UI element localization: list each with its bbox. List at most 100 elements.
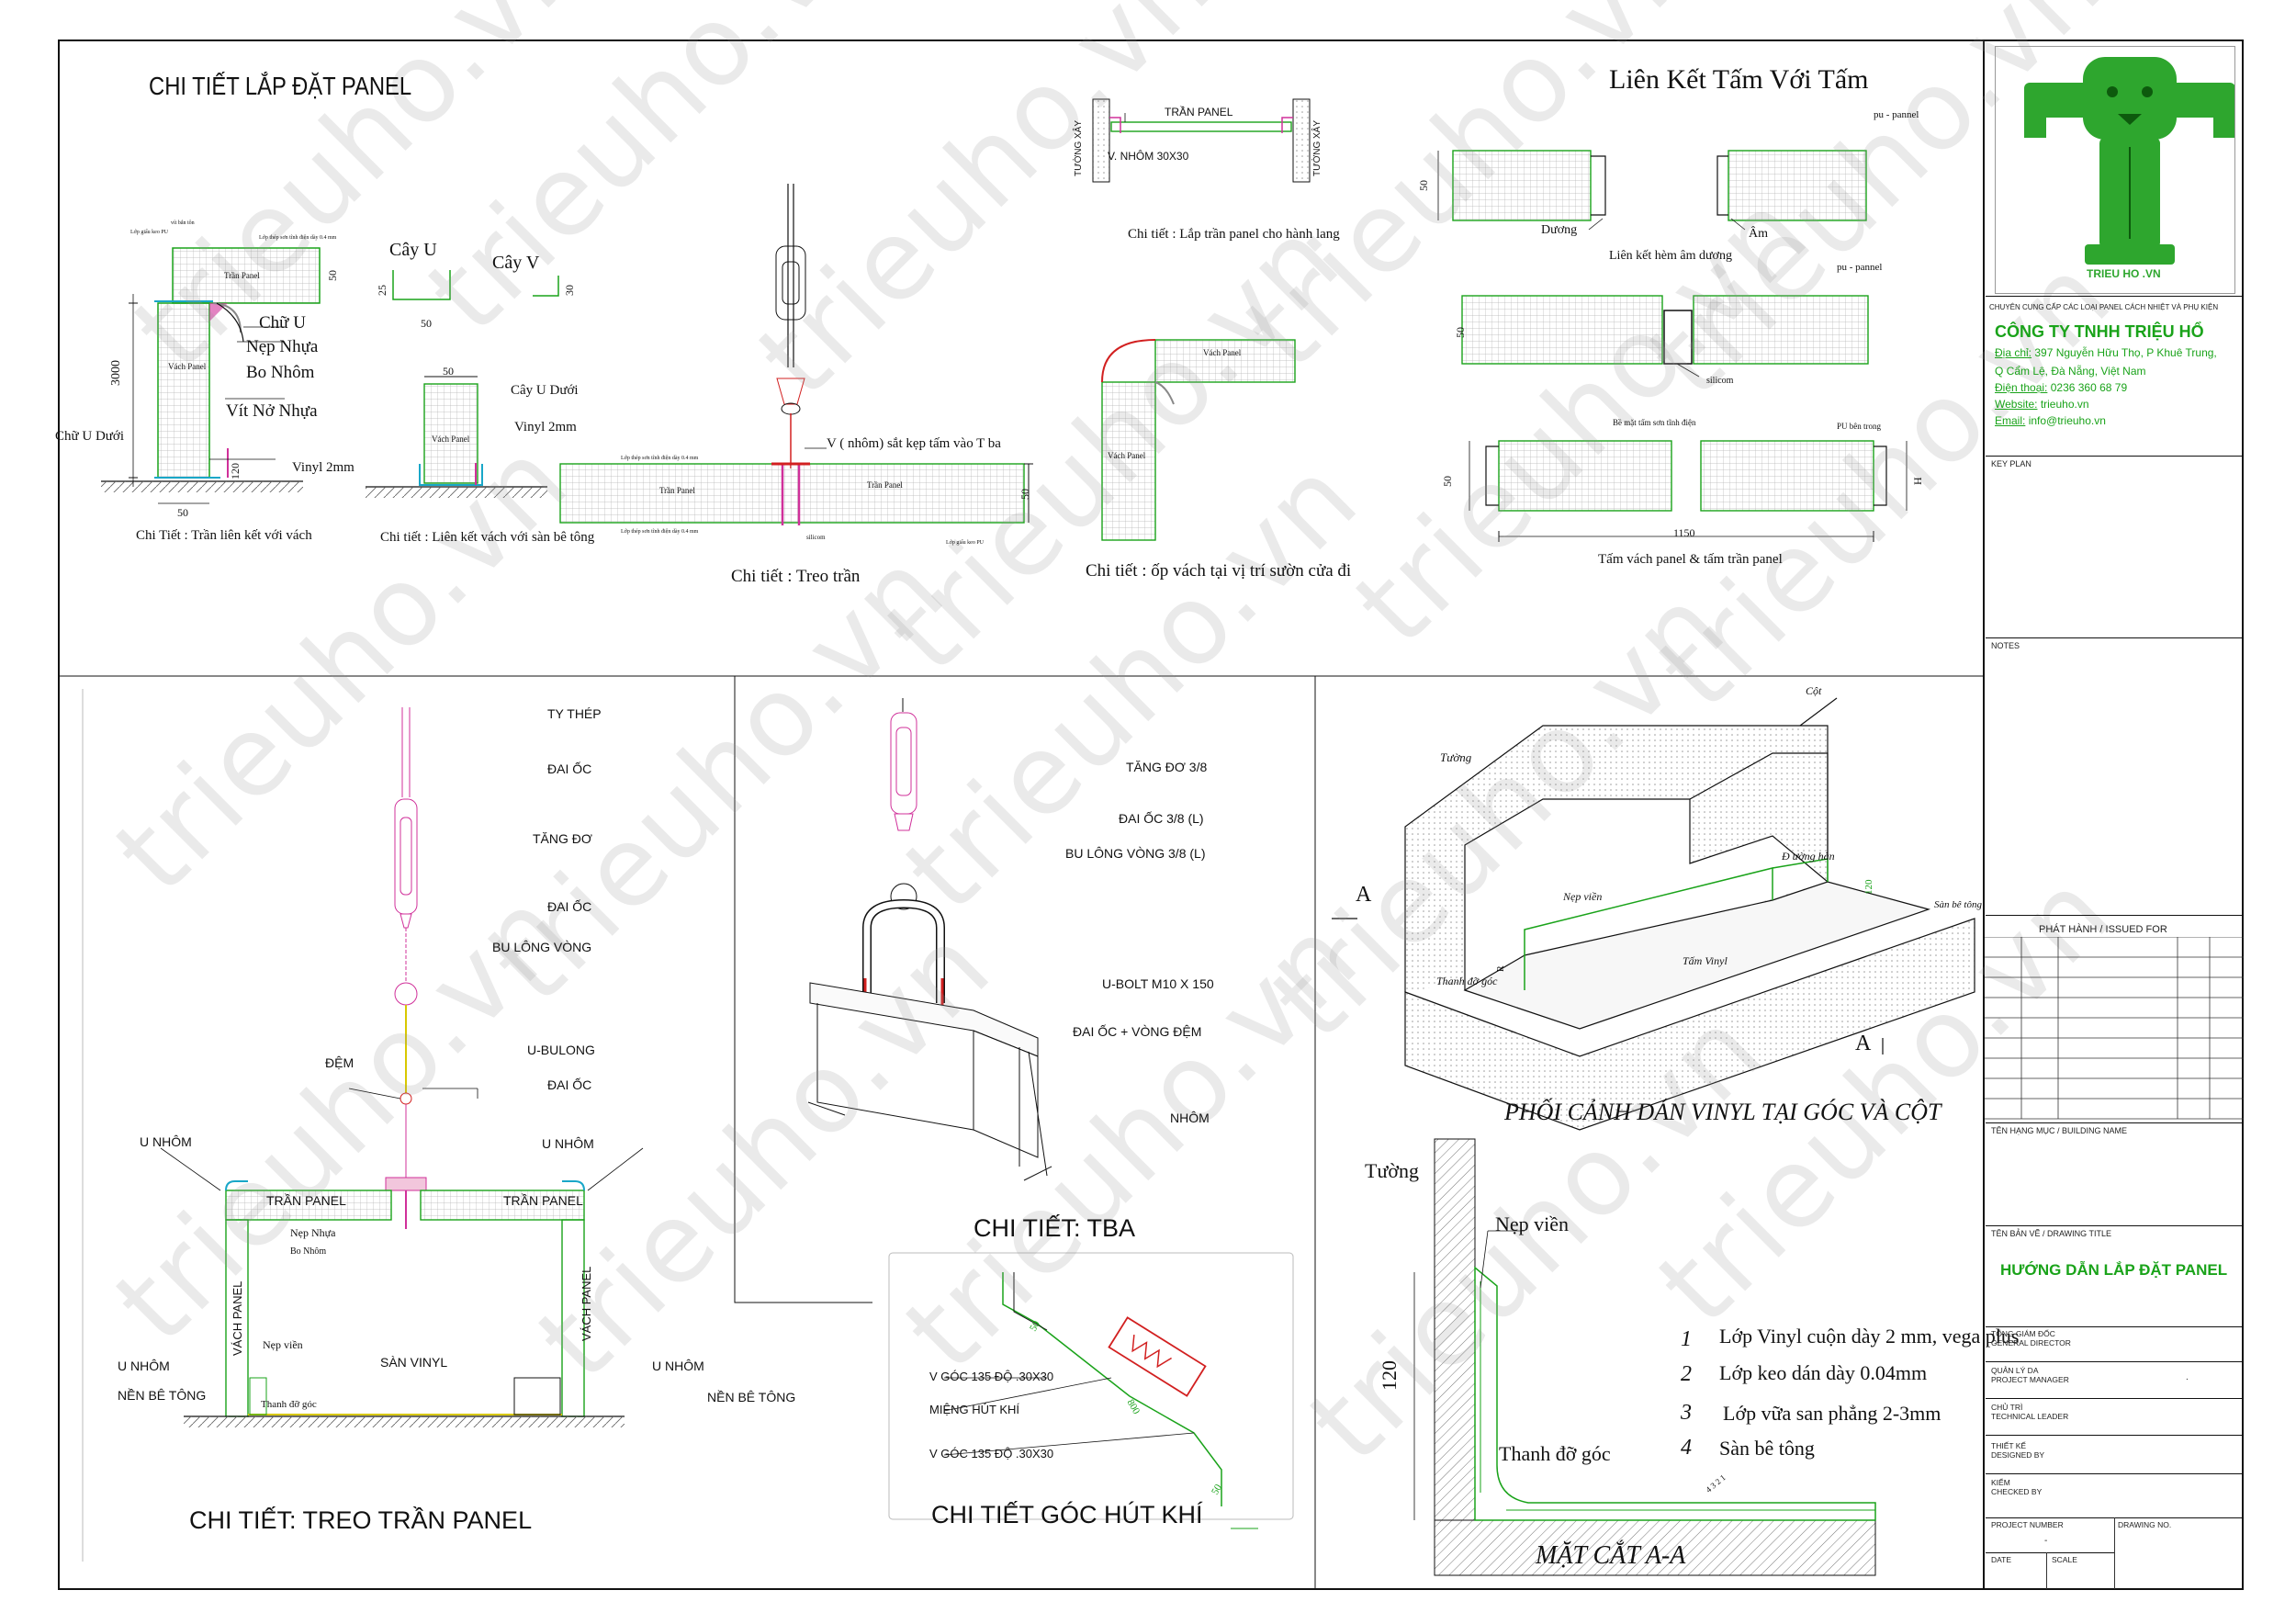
label-tuong: Tường: [1440, 750, 1472, 764]
dim-1150: 1150: [1673, 526, 1695, 539]
caption-hanging-ceiling-panel: CHI TIẾT: TREO TRẦN PANEL: [189, 1506, 533, 1534]
designed-by-vi: THIẾT KẾ: [1991, 1441, 2027, 1450]
project-manager-vi: QUẢN LÝ DA: [1991, 1366, 2039, 1375]
website-label: Website:: [1995, 398, 2038, 411]
caption-wall-floor: Chi tiết : Liên kết vách với sàn bê tông: [380, 530, 595, 545]
phone-label: Điện thoại:: [1995, 381, 2048, 394]
tiny-note: Lớp thép sơn tĩnh điện dày 0.4 mm: [259, 235, 337, 241]
detail-panel-joints: [1437, 150, 1908, 542]
drawing-title-label: TÊN BẢN VẼ / DRAWING TITLE: [1991, 1229, 2112, 1238]
detail-ceiling-wall: [101, 247, 321, 504]
dim-30: 30: [563, 285, 576, 296]
divider: [2046, 1552, 2047, 1589]
label-thanh-do-goc: Thanh đỡ góc: [261, 1399, 317, 1410]
website-value[interactable]: trieuho.vn: [2040, 398, 2089, 411]
tagline: CHUYÊN CUNG CẤP CÁC LOẠI PANEL CÁCH NHIỆ…: [1989, 303, 2219, 311]
label-vach-panel: Vách Panel: [168, 362, 207, 371]
dim-3000: 3000: [109, 360, 123, 386]
dim-50: 50: [1441, 476, 1454, 487]
label-tuong-xay: TƯỜNG XÂY: [1312, 119, 1322, 176]
dim-50: 50: [1454, 327, 1467, 338]
caption-door-frame: Chi tiết : ốp vách tại vị trí sườn cửa đ…: [1086, 561, 1352, 581]
label-duong-han: Đ ường hàn: [1782, 850, 1835, 863]
tiny-note: Lớp giấu keo PU: [130, 230, 169, 235]
layer-number: 3: [1681, 1401, 1692, 1425]
detail-tba: [807, 698, 1052, 1181]
sheet-frame: [58, 39, 2244, 1590]
label-dai-oc: ĐAI ỐC: [547, 1077, 592, 1092]
dim-50: 50: [421, 317, 432, 330]
email[interactable]: Email: info@trieuho.vn: [1995, 414, 2106, 428]
label-dai-oc: ĐAI ỐC: [547, 761, 592, 776]
divider: [2114, 1517, 2115, 1589]
label-chu-u: Chữ U: [259, 313, 306, 333]
label-tang-do: TĂNG ĐƠ 3/8: [1126, 760, 1208, 774]
website[interactable]: Website: trieuho.vn: [1995, 398, 2089, 412]
caption-joint-2: Tấm vách panel & tấm trần panel: [1598, 552, 1783, 567]
address-value: 397 Nguyễn Hữu Thọ, P Khuê Trung,: [2034, 346, 2217, 359]
general-director-vi: TỔNG GIÁM ĐỐC: [1991, 1329, 2055, 1338]
label-v-goc: V GÓC 135 ĐỘ .30X30: [929, 1370, 1054, 1383]
label-u-nhom: U NHÔM: [118, 1359, 170, 1373]
divider: [1986, 1326, 2243, 1327]
label-nep-vien: Nẹp viền: [1495, 1212, 1570, 1235]
scale-label: SCALE: [2052, 1555, 2077, 1564]
designed-by-en: DESIGNED BY: [1991, 1449, 2045, 1460]
phone: Điện thoại: 0236 360 68 79: [1995, 381, 2128, 395]
phone-value: 0236 360 68 79: [2050, 381, 2128, 394]
divider: [1986, 1473, 2243, 1474]
caption-ceiling-wall: Chi Tiết : Trần liên kết với vách: [136, 528, 312, 543]
notes-label: NOTES: [1991, 641, 2020, 650]
label-v-goc: V GÓC 135 ĐỘ .30X30: [929, 1447, 1054, 1460]
project-number-value: -: [2044, 1536, 2048, 1546]
label-tran-panel: TRẦN PANEL: [503, 1193, 583, 1208]
checked-by-vi: KIỂM: [1991, 1478, 2010, 1487]
label-vach-panel: Vách Panel: [1203, 348, 1242, 357]
date-label: DATE: [1991, 1555, 2012, 1564]
email-value[interactable]: info@trieuho.vn: [2028, 414, 2106, 427]
issued-for-grid: [1985, 937, 2244, 1120]
divider: [1986, 1435, 2243, 1436]
label-bu-long-vong: BU LÔNG VÒNG 3/8 (L): [1065, 846, 1206, 861]
dim-50: 50: [177, 506, 188, 519]
caption-vinyl-perspective: PHỐI CẢNH DÁN VINYL TẠI GÓC VÀ CỘT: [1504, 1099, 1941, 1125]
company-name: CÔNG TY TNHH TRIỆU HỔ: [1995, 322, 2204, 341]
label-be-mat: Bề mặt tấm sơn tĩnh điện: [1613, 418, 1696, 427]
label-cay-v: Cây V: [492, 253, 540, 273]
section-mark-a: A: [1356, 883, 1372, 907]
checked-by-en: CHECKED BY: [1991, 1486, 2043, 1496]
detail-section-aa: [1413, 1138, 1876, 1576]
label-vach-panel: Vách Panel: [432, 434, 470, 444]
label-vinyl: Vinyl 2mm: [292, 460, 355, 475]
dim-r: R: [1496, 965, 1506, 972]
label-san-be-tong: Sàn bê tông: [1934, 899, 1982, 910]
caption-section-aa: MẶT CẮT A-A: [1536, 1541, 1686, 1570]
dim-120: 120: [1378, 1360, 1401, 1391]
dim-120: 120: [229, 463, 242, 479]
label-thanh-do-goc: Thanh đỡ góc: [1499, 1442, 1611, 1465]
label-tang-do: TĂNG ĐƠ: [533, 831, 592, 846]
label-u-bolt: U-BOLT M10 X 150: [1102, 976, 1214, 991]
label-v-nhom: V. NHÔM 30X30: [1108, 150, 1189, 163]
tiger-logo: [2024, 57, 2235, 265]
label-u-nhom: U NHÔM: [542, 1136, 594, 1151]
project-manager-en: PROJECT MANAGER: [1991, 1374, 2069, 1384]
label-duong: Dương: [1541, 223, 1578, 237]
layer-number: 1: [1681, 1327, 1692, 1351]
label-bo-nhom: Bo Nhôm: [290, 1246, 327, 1257]
label-bu-long-vong: BU LÔNG VÒNG: [492, 940, 592, 954]
label-silicom: silicom: [1706, 376, 1734, 386]
divider: [1986, 1225, 2243, 1226]
address: Địa chỉ: 397 Nguyễn Hữu Thọ, P Khuê Trun…: [1995, 346, 2217, 360]
label-nhom: NHÔM: [1170, 1111, 1210, 1125]
dim-50: 50: [1019, 489, 1031, 500]
label-u-bulong: U-BULONG: [527, 1043, 595, 1057]
caption-ceiling-hanging: Chi tiết : Treo trần: [731, 567, 861, 586]
label-pu-ben-trong: PU bên trong: [1837, 422, 1881, 431]
layer-text: Lớp keo dán dày 0.04mm: [1719, 1361, 1928, 1384]
